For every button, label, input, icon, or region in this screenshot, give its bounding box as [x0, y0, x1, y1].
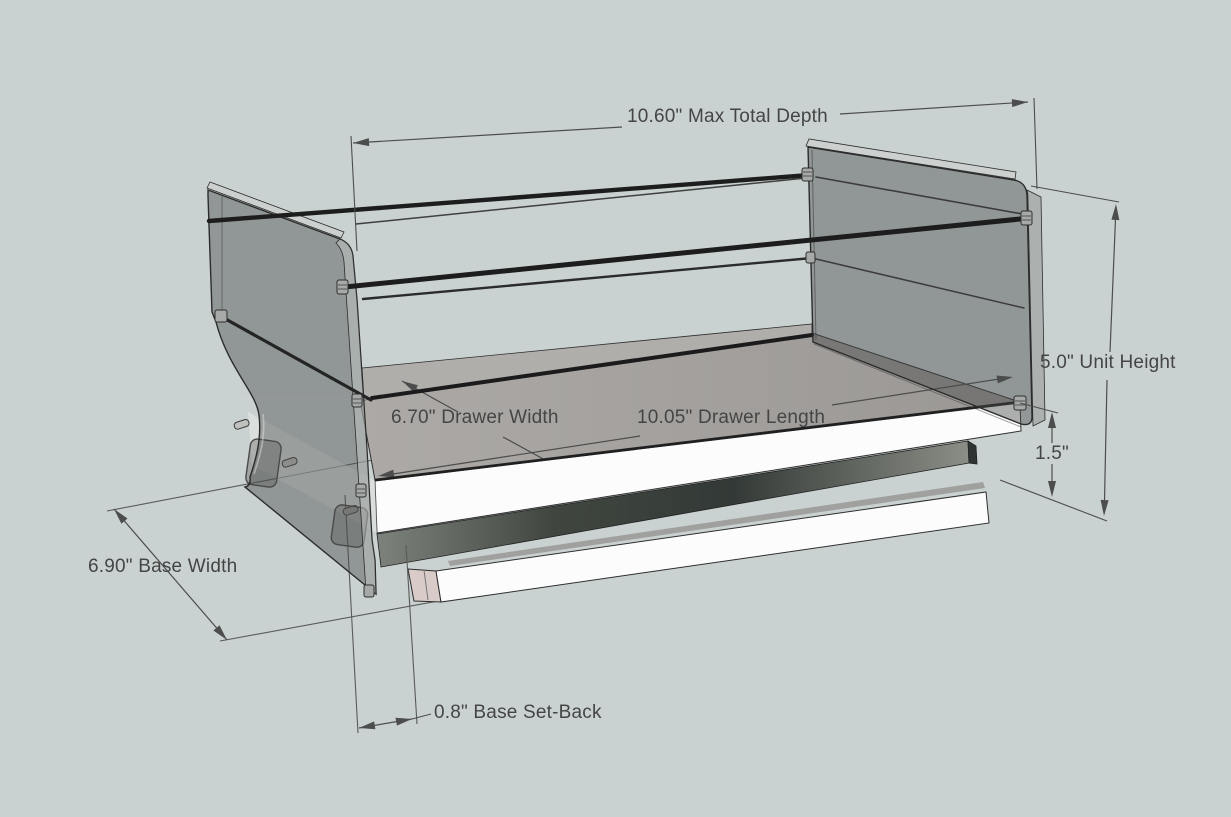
drawer-slide	[376, 440, 978, 568]
dimension-label-base-setback: 0.8" Base Set-Back	[434, 702, 602, 723]
dimension-label-base-width: 6.90" Base Width	[88, 556, 238, 577]
back-side-rail	[220, 315, 373, 402]
dimension-label-unit-height: 5.0" Unit Height	[1040, 352, 1176, 373]
back-panel-top-band	[206, 181, 345, 239]
front-panel-edge-strip	[1026, 189, 1046, 427]
middle-rail	[342, 215, 1033, 290]
front-panel-top-band	[805, 138, 1017, 180]
top-rail	[206, 172, 813, 224]
floor-front-edge	[374, 400, 1021, 482]
floor-far-rail	[370, 333, 814, 400]
dimension-label-drawer-length: 10.05" Drawer Length	[637, 407, 826, 428]
setback-extension-lines	[344, 494, 418, 734]
rails	[206, 172, 1033, 402]
rail-clips	[214, 167, 1033, 598]
front-panel	[805, 138, 1046, 428]
base-top-sliver	[448, 482, 985, 566]
back-panel-edge-strip	[335, 238, 377, 595]
base	[407, 482, 990, 603]
through-panel-hardware	[233, 398, 370, 548]
dimension-label-drawer-width: 6.70" Drawer Width	[391, 407, 559, 428]
dimension-label-drawer-to-base-height: 1.5"	[1035, 443, 1069, 464]
back-panel	[206, 181, 377, 596]
slot	[245, 438, 369, 548]
base-front-face	[435, 491, 990, 603]
dimension-label-max-total-depth: 10.60" Max Total Depth	[627, 106, 828, 127]
peg	[233, 418, 359, 516]
dimension-lines	[113, 97, 1120, 730]
